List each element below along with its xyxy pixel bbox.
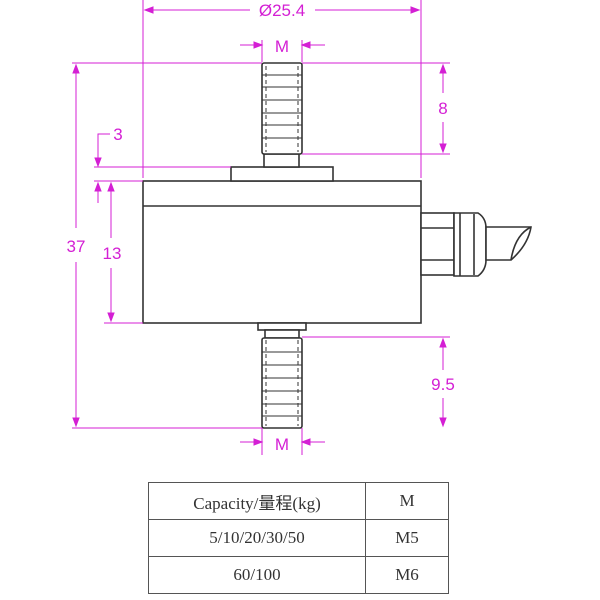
top-thread-label: M <box>275 37 289 56</box>
header-capacity: Capacity/量程(kg) <box>148 482 366 520</box>
table-row: 60/100 M6 <box>148 556 449 594</box>
bottom-thread-label: M <box>275 435 289 454</box>
table-row: 5/10/20/30/50 M5 <box>148 519 449 557</box>
top-neck <box>263 153 300 168</box>
top-thread-length-label: 8 <box>438 99 447 118</box>
cell-capacity: 60/100 <box>148 556 366 594</box>
cell-thread: M5 <box>365 519 449 557</box>
table-header-row: Capacity/量程(kg) M <box>148 482 449 520</box>
plate-thickness-label: 3 <box>113 125 122 144</box>
top-plate <box>230 166 334 182</box>
sensor-body <box>142 180 422 324</box>
bottom-plate <box>257 322 307 331</box>
gland-nut <box>453 212 487 277</box>
bottom-thread-length-label: 9.5 <box>431 375 455 394</box>
body-height-label: 13 <box>103 244 122 263</box>
total-height-label: 37 <box>67 237 86 256</box>
bottom-thread <box>261 337 303 429</box>
diameter-label: Ø25.4 <box>259 1 305 20</box>
spec-table: Capacity/量程(kg) M 5/10/20/30/50 M5 60/10… <box>148 482 449 594</box>
top-thread <box>261 62 303 155</box>
thread-lines <box>262 66 302 426</box>
cable-gland <box>420 212 455 276</box>
bottom-neck <box>264 329 300 339</box>
header-thread: M <box>365 482 449 520</box>
dimension-lines <box>72 0 450 455</box>
cell-thread: M6 <box>365 556 449 594</box>
cell-capacity: 5/10/20/30/50 <box>148 519 366 557</box>
